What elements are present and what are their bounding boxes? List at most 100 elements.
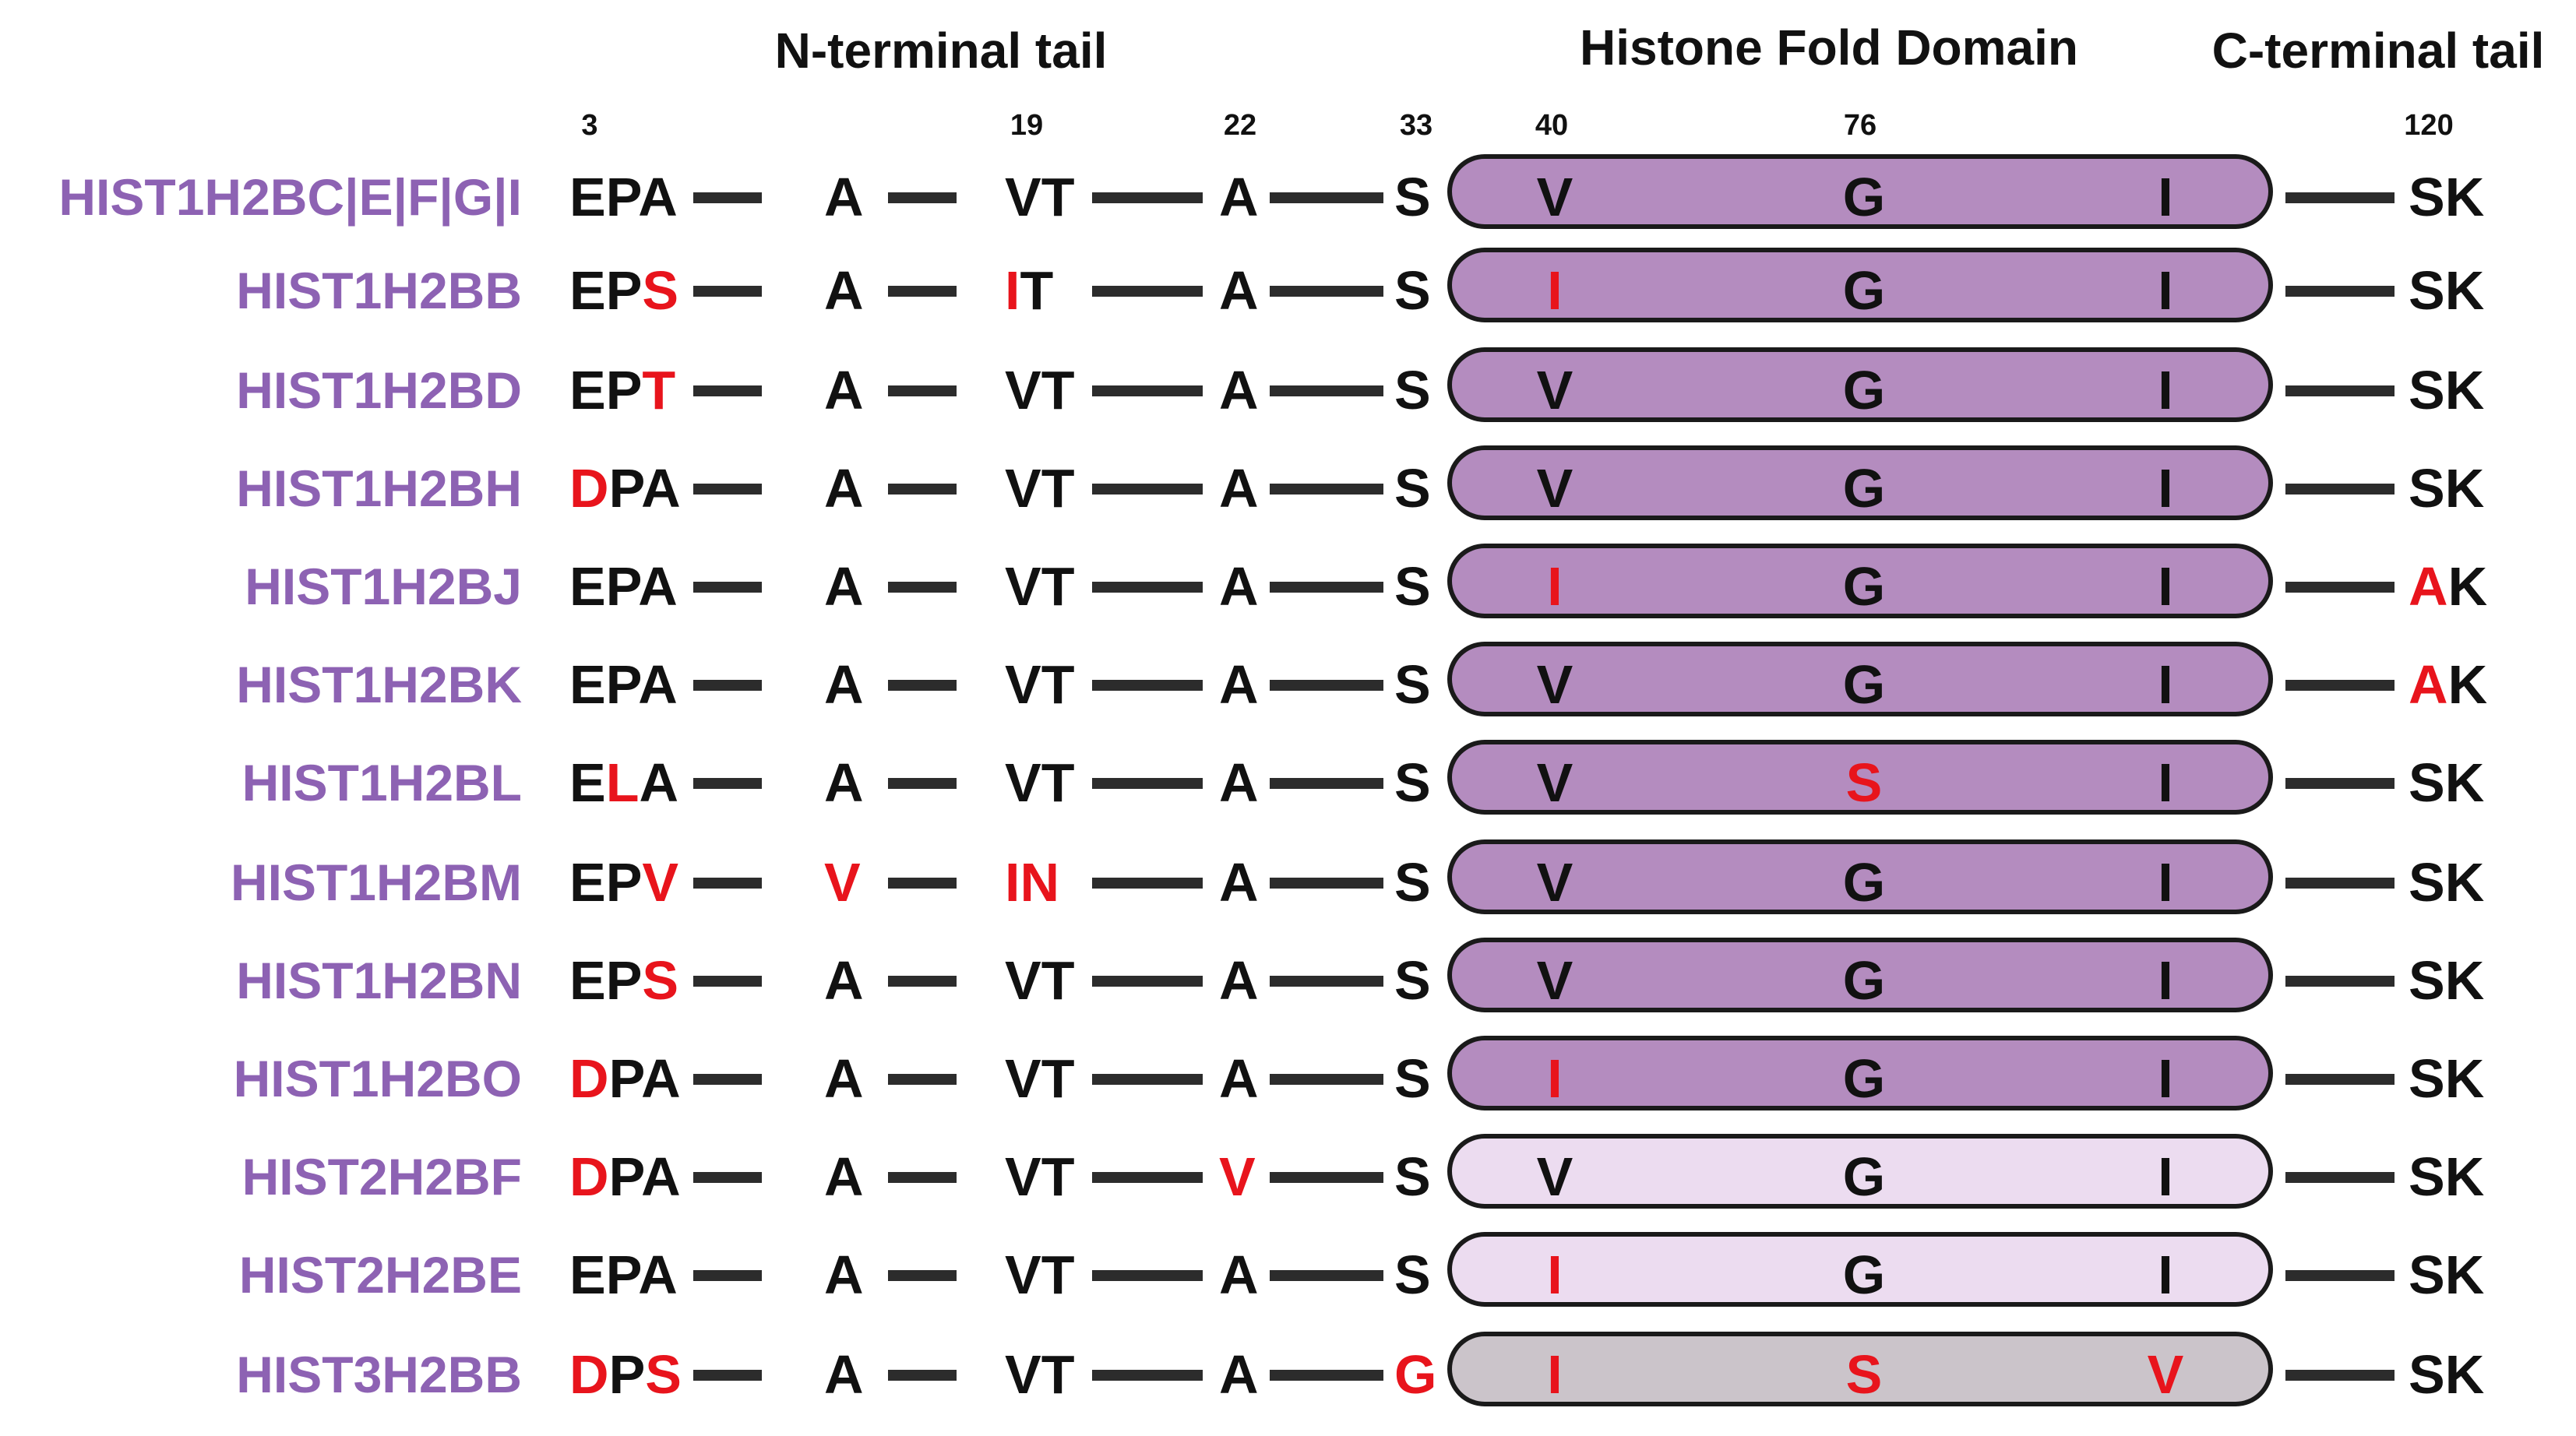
residue: E <box>569 260 606 321</box>
residue: S <box>1394 1048 1431 1109</box>
sequence-gap-bar <box>693 1370 762 1381</box>
gene-name: HIST1H2BH <box>236 459 522 517</box>
n-terminal-segment: A <box>824 148 864 246</box>
header-c-terminal-tail: C-terminal tail <box>2211 23 2545 79</box>
gene-name: HIST1H2BJ <box>245 558 522 615</box>
domain-residue: S <box>1845 752 1883 813</box>
residue: V <box>1005 654 1041 715</box>
residue: V <box>824 852 861 913</box>
position-label: 3 <box>581 109 598 142</box>
domain-residue: I <box>1547 1048 1563 1109</box>
residue: S <box>1394 654 1431 715</box>
domain-residue: V <box>1536 360 1573 421</box>
residue: V <box>1005 1048 1041 1109</box>
n-terminal-segment: VT <box>1005 1128 1074 1226</box>
residue: V <box>1005 167 1041 227</box>
position-label: 76 <box>1843 109 1877 142</box>
n-terminal-segment: S <box>1394 241 1431 340</box>
sequence-gap-bar <box>693 1172 762 1183</box>
residue: K <box>2444 360 2485 421</box>
residue: A <box>1219 1244 1259 1305</box>
domain-residue: G <box>1842 654 1886 715</box>
n-terminal-segment: S <box>1394 833 1431 931</box>
gene-name: HIST1H2BN <box>236 952 522 1009</box>
sequence-gap-bar <box>693 385 762 396</box>
residue: A <box>1219 752 1259 813</box>
n-terminal-segment: A <box>1219 1226 1259 1324</box>
residue: A <box>824 1244 864 1305</box>
n-terminal-segment: VT <box>1005 931 1074 1029</box>
residue: A <box>1219 360 1259 421</box>
position-label: 40 <box>1535 109 1569 142</box>
n-terminal-segment: S <box>1394 635 1431 734</box>
sequence-gap-bar <box>888 878 957 889</box>
sequence-gap-bar <box>1092 385 1203 396</box>
sequence-gap-bar <box>888 976 957 987</box>
n-terminal-segment: V <box>1219 1128 1256 1226</box>
residue: T <box>1041 167 1075 227</box>
n-terminal-segment: EPA <box>569 537 678 635</box>
domain-residue: V <box>1536 654 1573 715</box>
sequence-gap-bar <box>693 878 762 889</box>
sequence-gap-bar <box>1270 484 1383 495</box>
sequence-gap-bar <box>888 778 957 789</box>
histone-fold-domain-box <box>1447 1332 2273 1406</box>
domain-residue: V <box>1536 752 1573 813</box>
n-terminal-segment: VT <box>1005 341 1074 439</box>
histone-fold-domain-box <box>1447 1134 2273 1209</box>
sequence-gap-bar <box>693 1270 762 1281</box>
sequence-gap-bar <box>888 1172 957 1183</box>
residue: K <box>2444 260 2485 321</box>
sequence-gap-bar <box>2285 385 2395 396</box>
residue: K <box>2444 852 2485 913</box>
residue: G <box>1394 1344 1437 1405</box>
sequence-gap-bar <box>1270 1172 1383 1183</box>
n-terminal-segment: A <box>824 635 864 734</box>
residue: P <box>608 1048 642 1109</box>
sequence-gap-bar <box>2285 1074 2395 1085</box>
n-terminal-segment: G <box>1394 1325 1436 1424</box>
n-terminal-segment: A <box>824 537 864 635</box>
n-terminal-segment: EPV <box>569 833 678 931</box>
c-terminal-segment: SK <box>2409 1128 2484 1226</box>
domain-residue: S <box>1845 1344 1883 1405</box>
residue: S <box>645 1344 682 1405</box>
n-terminal-segment: VT <box>1005 537 1074 635</box>
residue: V <box>1005 1344 1041 1405</box>
residue: S <box>1394 360 1431 421</box>
sequence-gap-bar <box>1092 192 1203 203</box>
residue: A <box>639 752 679 813</box>
residue: A <box>1219 260 1259 321</box>
residue: T <box>1041 1146 1075 1207</box>
histone-fold-domain-box <box>1447 154 2273 229</box>
sequence-gap-bar <box>1270 680 1383 691</box>
sequence-gap-bar <box>1270 1074 1383 1085</box>
residue: S <box>2409 1244 2445 1305</box>
sequence-gap-bar <box>1092 484 1203 495</box>
residue: A <box>1219 1048 1259 1109</box>
residue: P <box>605 950 643 1011</box>
n-terminal-segment: S <box>1394 734 1431 832</box>
domain-residue: G <box>1842 950 1886 1011</box>
histone-fold-domain-box <box>1447 740 2273 815</box>
c-terminal-segment: SK <box>2409 341 2484 439</box>
domain-residue: I <box>2158 752 2173 813</box>
residue: E <box>569 950 606 1011</box>
residue: V <box>1005 458 1041 519</box>
domain-residue: V <box>1536 950 1573 1011</box>
residue: P <box>605 852 643 913</box>
residue: E <box>569 654 606 715</box>
sequence-gap-bar <box>1270 976 1383 987</box>
domain-residue: I <box>2158 260 2173 321</box>
gene-name: HIST1H2BD <box>236 361 522 419</box>
residue: A <box>1219 458 1259 519</box>
histone-fold-domain-box <box>1447 445 2273 520</box>
n-terminal-segment: DPA <box>569 1128 681 1226</box>
n-terminal-segment: A <box>824 1226 864 1324</box>
sequence-gap-bar <box>1092 1270 1203 1281</box>
residue: A <box>638 167 678 227</box>
sequence-gap-bar <box>2285 286 2395 297</box>
